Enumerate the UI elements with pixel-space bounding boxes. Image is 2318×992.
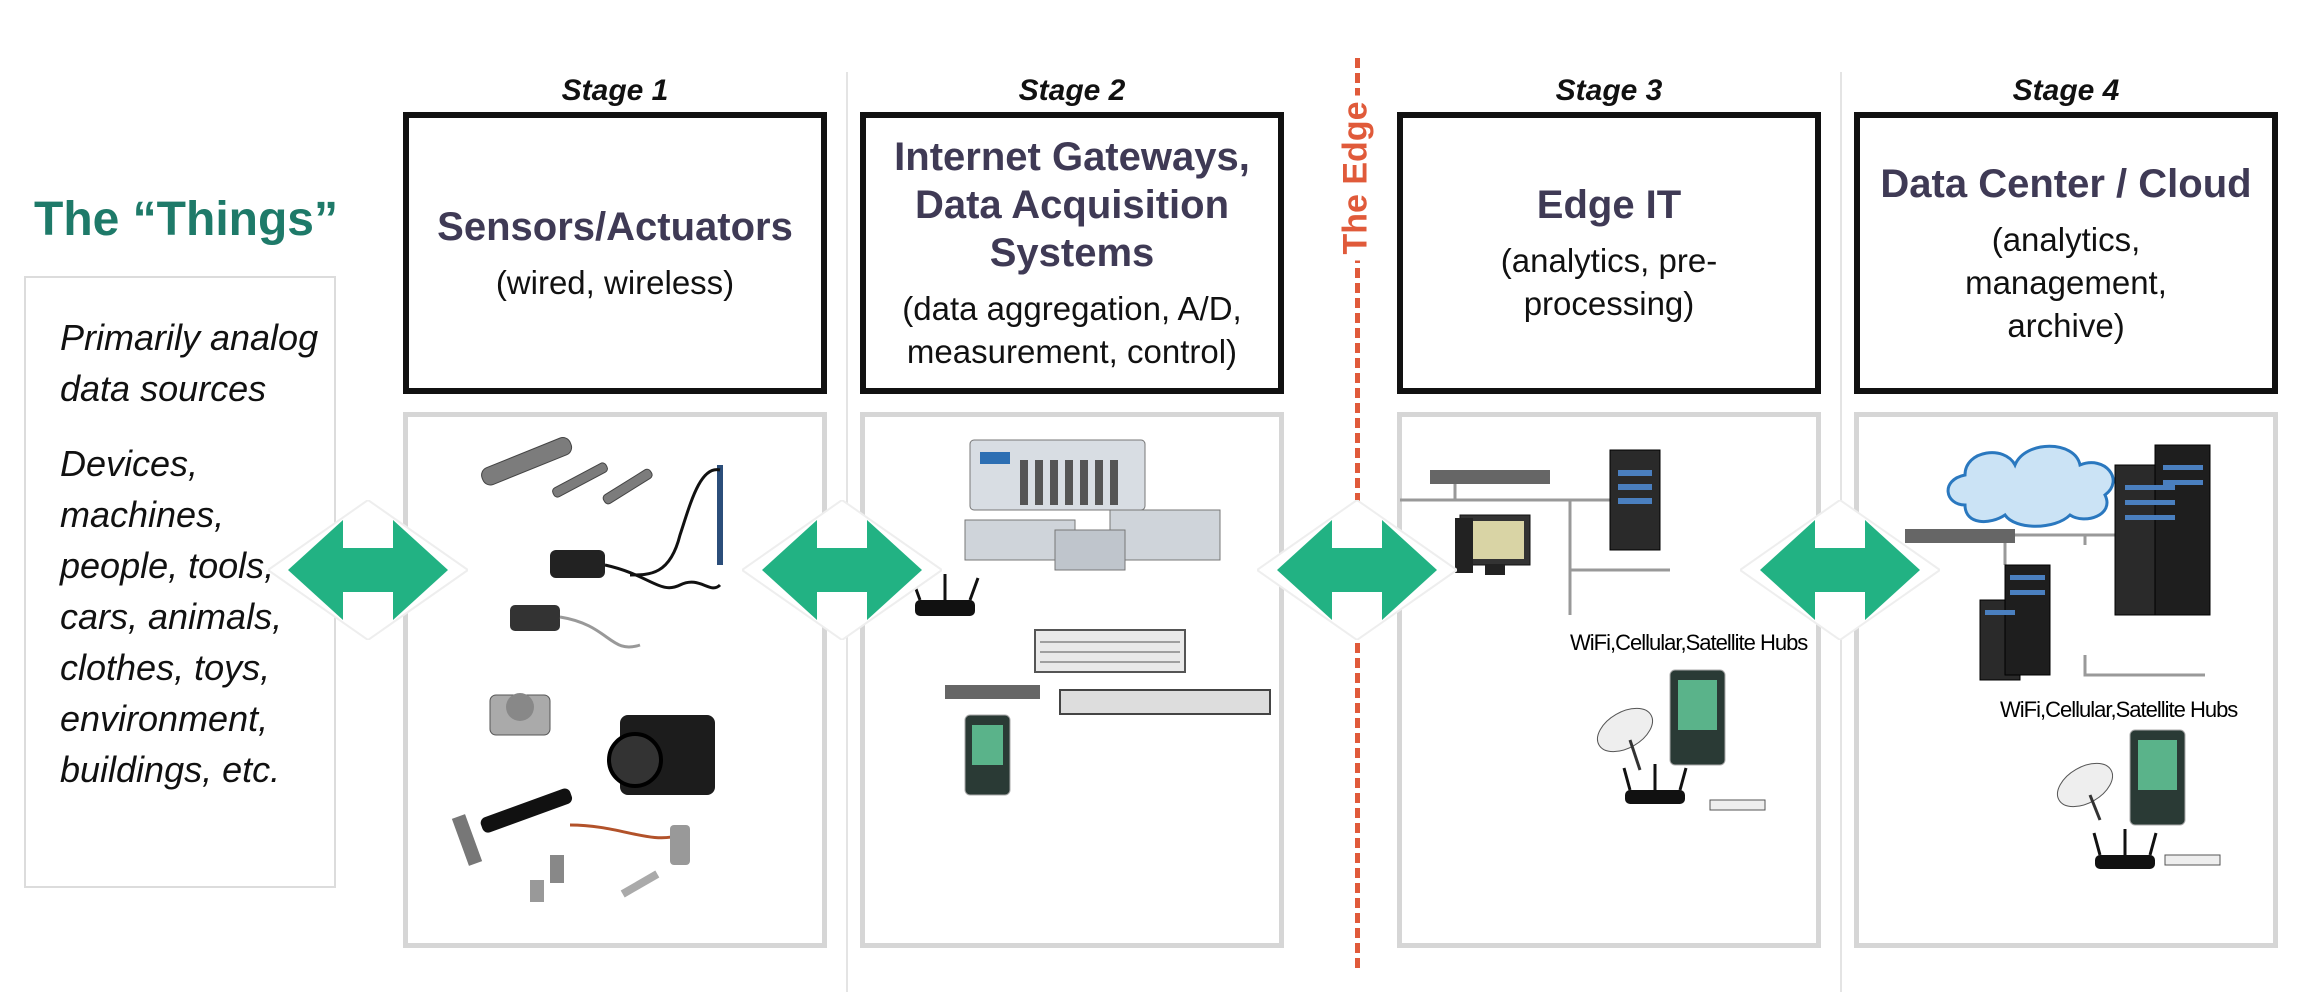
stage-1-subtitle: (wired, wireless)	[495, 263, 735, 301]
stage-1-image-panel	[403, 412, 827, 948]
things-text-devices: Devices, machines, people, tools, cars, …	[60, 443, 283, 790]
sensor-devices-illustration	[451, 437, 723, 902]
stage-1-box: Sensors/Actuators (wired, wireless)	[403, 112, 827, 394]
stage-2-label: Stage 2	[1018, 74, 1126, 107]
stage-3-image-panel	[1397, 412, 1821, 948]
stage3-hub-label: WiFi,Cellular,Satellite Hubs	[1570, 630, 1808, 655]
stage4-hub-label: WiFi,Cellular,Satellite Hubs	[2000, 697, 2238, 722]
stage-3-title: Edge IT	[1536, 183, 1682, 227]
stage-2-box: Internet Gateways, Data Acquisition Syst…	[860, 112, 1284, 394]
bidirectional-arrow-icon	[268, 500, 468, 640]
bidirectional-arrow-icon	[1740, 500, 1940, 640]
stage-2-title: Internet Gateways, Data Acquisition Syst…	[894, 135, 1250, 275]
stage-3-label: Stage 3	[1555, 74, 1663, 107]
stage-4-box: Data Center / Cloud (analytics, manageme…	[1854, 112, 2278, 394]
stage-4-label: Stage 4	[2012, 74, 2120, 107]
edge-it-illustration: WiFi,Cellular,Satellite Hubs	[1400, 449, 1809, 811]
cloud-datacenter-illustration: WiFi,Cellular,Satellite Hubs	[1905, 444, 2239, 869]
stage-1-label: Stage 1	[561, 74, 669, 107]
stage-2-image-panel	[860, 412, 1284, 948]
stage-3-subtitle: (analytics, pre-processing)	[1500, 242, 1718, 322]
stage-2-subtitle: (data aggregation, A/D, measurement, con…	[902, 290, 1242, 370]
stage-1-title: Sensors/Actuators	[437, 204, 793, 249]
things-title: The “Things”	[34, 193, 338, 246]
stage-4-title: Data Center / Cloud	[1880, 161, 2252, 206]
stage-3-box: Edge IT (analytics, pre-processing)	[1397, 112, 1821, 394]
bidirectional-arrow-icon	[742, 500, 942, 640]
gateway-devices-illustration	[910, 439, 1271, 796]
stage-4-image-panel	[1854, 412, 2278, 948]
things-description: Primarily analog data sources Devices, m…	[60, 312, 330, 819]
edge-label: The Edge	[1336, 95, 1376, 261]
stage-4-subtitle: (analytics, management, archive)	[1965, 220, 2167, 344]
things-text-analog: Primarily analog data sources	[60, 317, 319, 409]
bidirectional-arrow-icon	[1257, 500, 1457, 640]
